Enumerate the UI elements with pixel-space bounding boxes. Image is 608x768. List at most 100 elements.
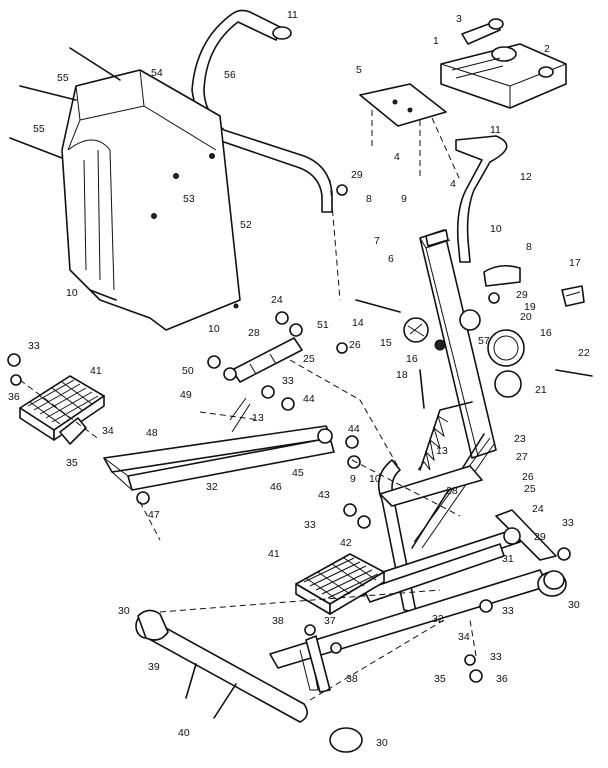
callout-13a: 13 [252,412,264,424]
callout-21: 21 [535,384,547,396]
callout-20: 20 [520,311,532,323]
long-screw-part [9,47,121,301]
callout-16a: 16 [540,327,552,339]
callout-33d: 33 [562,517,574,529]
callout-24b: 24 [532,503,544,515]
left-pedal-arm-part [103,425,335,491]
callout-4b: 4 [450,178,456,190]
callout-25b: 25 [524,483,536,495]
callout-32b: 32 [432,613,444,625]
rear-stabilizer-part [135,589,445,753]
callout-49: 49 [180,389,192,401]
callout-29c: 29 [534,531,546,543]
callout-34b: 34 [458,631,470,643]
callout-26b: 26 [522,471,534,483]
mounting-plate-part [359,83,461,181]
gauge-assembly-part [403,264,593,398]
callout-14: 14 [352,317,364,329]
callout-56: 56 [224,69,236,81]
callout-42: 42 [340,537,352,549]
grip-handle-part [455,135,508,263]
callout-9b: 9 [350,473,356,485]
end-cap-part [537,570,567,597]
callout-28b: 28 [446,485,458,497]
callout-33f: 33 [490,651,502,663]
callout-50: 50 [182,365,194,377]
callout-35b: 35 [434,673,446,685]
callout-28a: 28 [248,327,260,339]
callout-12: 12 [520,171,532,183]
callout-41b: 41 [268,548,280,560]
callout-40: 40 [178,727,190,739]
callout-33b: 33 [282,375,294,387]
callout-39: 39 [148,661,160,673]
callout-4a: 4 [394,151,400,163]
callout-45: 45 [292,467,304,479]
callout-16b: 16 [406,353,418,365]
callout-26a: 26 [349,339,361,351]
callout-22: 22 [578,347,590,359]
callout-23: 23 [514,433,526,445]
callout-31: 31 [502,553,514,565]
callout-46: 46 [270,481,282,493]
callout-10d: 10 [369,473,381,485]
callout-2: 2 [544,43,550,55]
callout-labels: 3 1 2 11 55 54 56 5 55 53 4 4 11 12 29 8… [8,9,590,749]
callout-41a: 41 [90,365,102,377]
left-pedal-part [19,375,105,445]
bolt-part [185,663,237,719]
callout-36b: 36 [496,673,508,685]
callout-7: 7 [374,235,380,247]
callout-32a: 32 [206,481,218,493]
callout-13b: 13 [436,445,448,457]
callout-11b: 11 [490,124,501,136]
damper-cylinder-part [223,323,303,383]
callout-52: 52 [240,219,252,231]
callout-9a: 9 [401,193,407,205]
callout-29a: 29 [351,169,363,181]
callout-43: 43 [318,489,330,501]
callout-47: 47 [148,509,160,521]
callout-5: 5 [356,64,362,76]
fastener-set-part [7,184,571,683]
callout-33a: 33 [28,340,40,352]
right-pedal-part [295,553,385,615]
callout-53: 53 [183,193,195,205]
callout-37: 37 [324,615,336,627]
callout-15: 15 [380,337,392,349]
callout-8a: 8 [366,193,372,205]
callout-34a: 34 [102,425,114,437]
callout-18: 18 [396,369,408,381]
callout-51: 51 [317,319,329,331]
callout-10a: 10 [490,223,502,235]
callout-38b: 38 [346,673,358,685]
callout-36a: 36 [8,391,20,403]
callout-29b: 29 [516,289,528,301]
callout-10c: 10 [208,323,220,335]
callout-33c: 33 [304,519,316,531]
callout-33e: 33 [502,605,514,617]
callout-48: 48 [146,427,158,439]
callout-17: 17 [569,257,581,269]
callout-44b: 44 [348,423,360,435]
callout-25a: 25 [303,353,315,365]
callout-8b: 8 [526,241,532,253]
handlebar-tube-part [191,9,333,213]
callout-55a: 55 [57,72,69,84]
callout-6: 6 [388,253,394,265]
dashed-leader-lines [19,179,477,657]
callout-38a: 38 [272,615,284,627]
callout-30b: 30 [118,605,130,617]
callout-30a: 30 [568,599,580,611]
right-pedal-arm-part [339,527,521,603]
upright-post-part [419,229,497,459]
callout-44a: 44 [303,393,315,405]
callout-57: 57 [478,335,490,347]
callout-54: 54 [151,67,163,79]
motor-shroud-part [61,69,241,331]
callout-10b: 10 [66,287,78,299]
callout-55b: 55 [33,123,45,135]
callout-24a: 24 [271,294,283,306]
callout-11a: 11 [287,9,298,21]
